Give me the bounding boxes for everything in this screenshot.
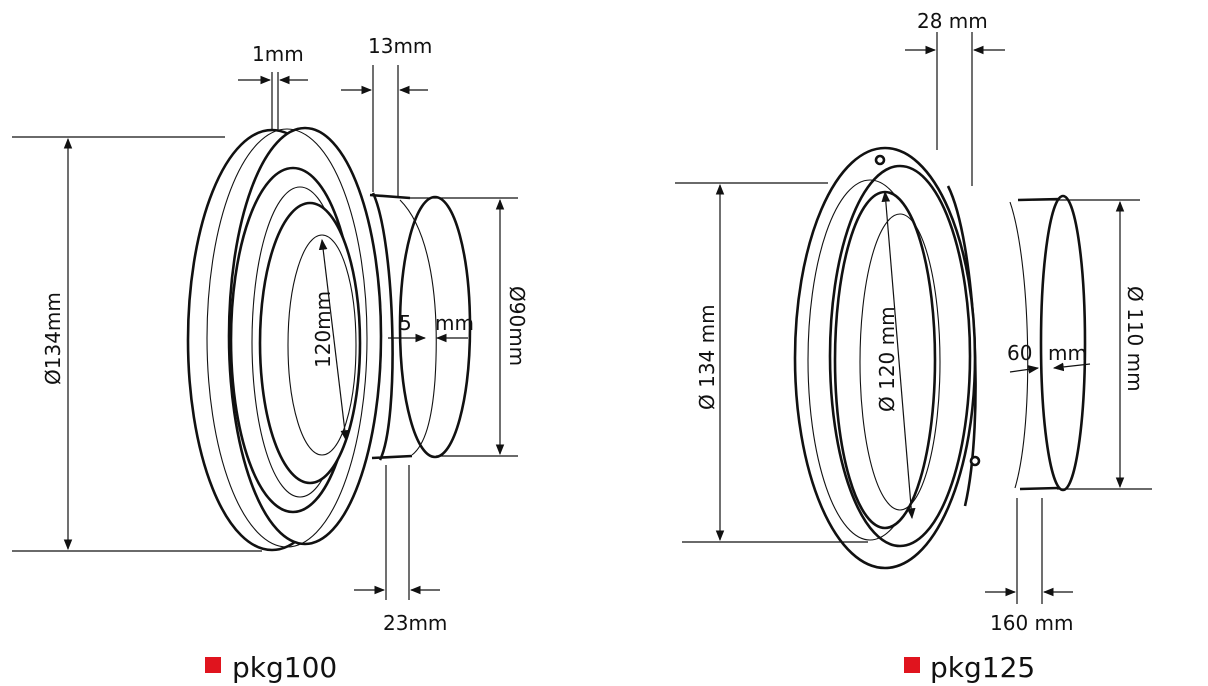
left-dim-wall: 5: [399, 311, 412, 335]
left-dim-13mm: 13mm: [368, 34, 432, 58]
left-dim-1mm: 1mm: [252, 42, 304, 66]
right-dim-28mm: 28 mm: [917, 9, 988, 33]
right-figure: 28 mm Ø 134 mm Ø 120 mm 60 mm Ø 110 mm 1…: [675, 9, 1152, 684]
left-spigot: [369, 192, 472, 461]
left-figure: 1mm 13mm Ø134mm 120mm 5 mm Ø90mm 23mm pk…: [12, 34, 529, 684]
left-dim-pipe-dia: Ø90mm: [505, 286, 529, 366]
left-dim-wall-unit: mm: [435, 311, 474, 335]
left-dim-inner-dia: 120mm: [311, 291, 335, 368]
screw-hole-top: [874, 154, 886, 166]
screw-hole-bottom: [969, 455, 981, 467]
right-dimensions: [675, 32, 1152, 604]
right-caption-bullet: [904, 657, 920, 673]
left-dim-23mm: 23mm: [383, 611, 447, 635]
right-dim-160mm: 160 mm: [990, 611, 1074, 635]
left-dim-labels: 1mm 13mm Ø134mm 120mm 5 mm Ø90mm 23mm: [41, 34, 529, 635]
right-dim-outer-dia: Ø 134 mm: [695, 304, 719, 410]
right-dim-inner-dia: Ø 120 mm: [875, 306, 899, 412]
right-dim-wall: 60: [1007, 341, 1032, 365]
left-dimensions: [12, 65, 518, 600]
right-caption: pkg125: [904, 651, 1035, 684]
left-flange: [186, 126, 383, 552]
left-dim-outer-dia: Ø134mm: [41, 292, 65, 385]
right-dim-wall-unit: mm: [1048, 341, 1087, 365]
right-dim-labels: 28 mm Ø 134 mm Ø 120 mm 60 mm Ø 110 mm 1…: [695, 9, 1147, 635]
right-dim-pipe-dia: Ø 110 mm: [1123, 286, 1147, 392]
right-caption-text: pkg125: [930, 651, 1035, 684]
left-caption-text: pkg100: [232, 651, 337, 684]
left-caption-bullet: [205, 657, 221, 673]
left-caption: pkg100: [205, 651, 337, 684]
